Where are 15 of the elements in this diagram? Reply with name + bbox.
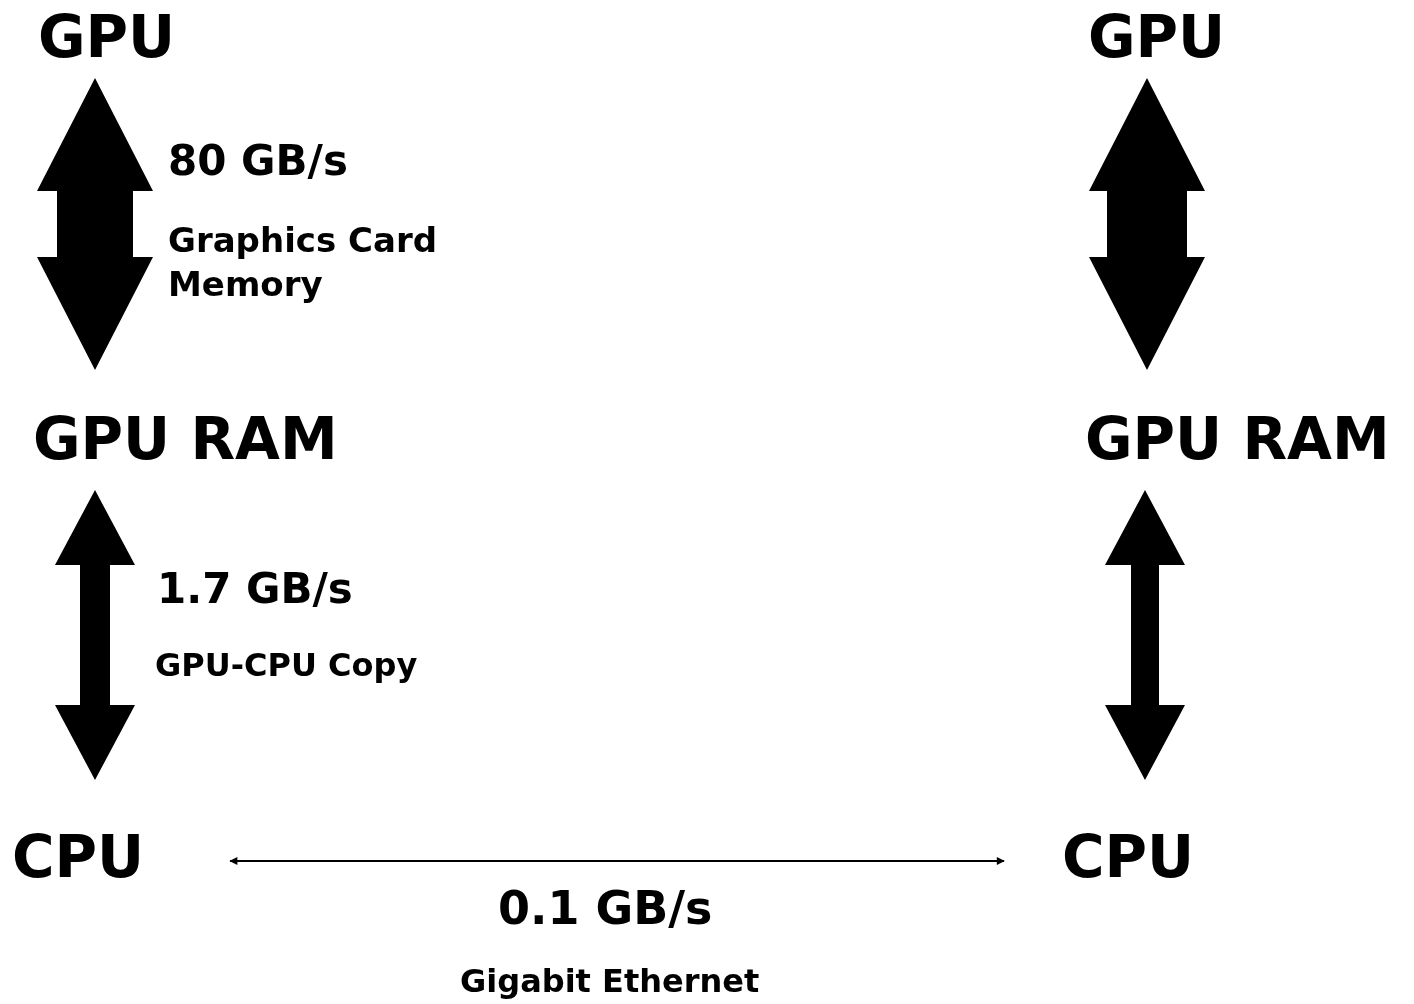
caption-text: Graphics Card Memory	[168, 219, 439, 307]
caption-text: Gigabit Ethernet	[460, 965, 761, 997]
double-arrow	[1089, 78, 1205, 370]
component-label: CPU	[1062, 828, 1195, 886]
double-arrow	[37, 78, 153, 370]
edge-label: 80 GB/s	[168, 140, 348, 182]
component-label: GPU RAM	[1085, 410, 1390, 468]
component-label: GPU	[1088, 8, 1226, 66]
caption-text: GPU-CPU Copy	[155, 645, 419, 686]
double-arrow	[1105, 490, 1185, 780]
component-label: GPU	[38, 8, 176, 66]
component-label: GPU RAM	[33, 410, 338, 468]
double-arrow	[55, 490, 135, 780]
component-label: CPU	[12, 828, 145, 886]
double-arrow	[229, 857, 1005, 865]
